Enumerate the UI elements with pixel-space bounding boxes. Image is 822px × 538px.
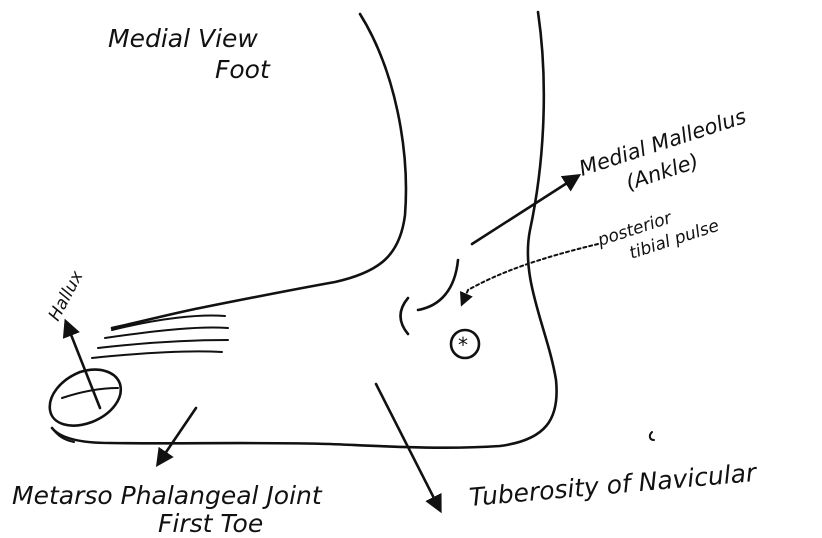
metatarso-arrow bbox=[158, 408, 196, 464]
diagram-title-line1: Medial View bbox=[108, 24, 258, 53]
pulse-point-asterisk: * bbox=[458, 333, 468, 357]
malleolus-arrow bbox=[472, 176, 578, 244]
toe-line-3 bbox=[98, 340, 228, 348]
toe-line-4 bbox=[92, 351, 222, 358]
malleolus-mark-lower bbox=[401, 298, 409, 334]
label-navicular: Tuberosity of Navicular bbox=[468, 458, 759, 512]
malleolus-mark-upper bbox=[418, 260, 458, 310]
foot-outline-back bbox=[52, 12, 557, 448]
small-mark bbox=[650, 432, 654, 440]
toe-line-2 bbox=[105, 327, 228, 338]
label-metatarso-line2: First Toe bbox=[158, 509, 263, 538]
label-metatarso-line1: Metarso Phalangeal Joint bbox=[12, 481, 323, 510]
diagram-title-line2: Foot bbox=[215, 55, 271, 84]
label-hallux: Hallux bbox=[45, 267, 88, 324]
hallux-outline bbox=[50, 370, 121, 426]
hallux-nail bbox=[62, 388, 118, 398]
